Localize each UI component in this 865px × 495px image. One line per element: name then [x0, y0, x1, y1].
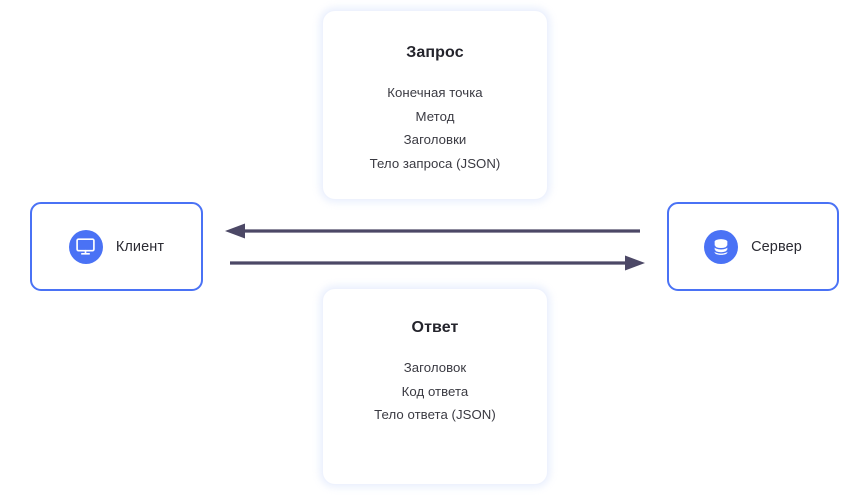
client-node-label: Клиент [115, 238, 165, 255]
response-line-body: Тело ответа (JSON) [374, 407, 496, 422]
response-card-title: Ответ [411, 319, 459, 336]
response-arrow [225, 223, 640, 239]
database-icon [704, 229, 739, 264]
request-card: Запрос Конечная точка Метод Заголовки Те… [322, 10, 548, 200]
response-line-header: Заголовок [403, 360, 467, 375]
monitor-icon [68, 229, 103, 264]
response-line-status-code: Код ответа [401, 383, 469, 399]
request-card-line-list: Конечная точка Метод Заголовки Тело запр… [323, 81, 547, 175]
response-card: Ответ Заголовок Код ответа Тело ответа (… [322, 288, 548, 485]
server-node-label: Сервер [751, 238, 802, 255]
request-line-method: Метод [415, 108, 455, 124]
client-node[interactable]: Клиент [30, 202, 203, 291]
response-card-line-list: Заголовок Код ответа Тело ответа (JSON) [323, 356, 547, 427]
request-card-title: Запрос [406, 44, 464, 61]
request-arrow [230, 255, 645, 271]
server-node[interactable]: Сервер [667, 202, 839, 291]
request-line-endpoint: Конечная точка [387, 85, 483, 100]
request-line-body: Тело запроса (JSON) [369, 155, 501, 171]
request-line-headers: Заголовки [403, 132, 467, 147]
